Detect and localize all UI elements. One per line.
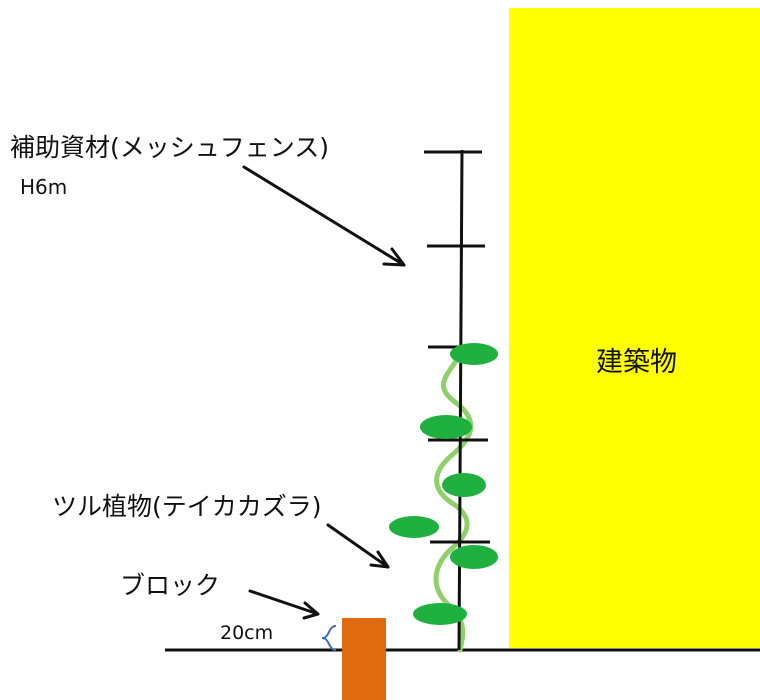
building-shape	[509, 8, 760, 648]
leaf-3	[442, 473, 486, 497]
leaf-4	[389, 516, 439, 538]
fence-pole	[457, 149, 464, 651]
block-label: ブロック	[120, 571, 221, 600]
building-label: 建築物	[596, 347, 677, 378]
vine-label: ツル植物(テイカカズラ)	[52, 492, 322, 521]
block-shape	[342, 618, 386, 700]
leaf-6	[413, 603, 467, 625]
arrow-block	[248, 589, 320, 620]
arrow-vine	[326, 523, 390, 569]
gap-label: 20cm	[220, 622, 274, 644]
leaf-5	[450, 545, 498, 569]
gap-bracket	[321, 625, 337, 651]
fence-height-label: H6m	[20, 175, 68, 199]
leaf-2	[420, 415, 472, 439]
arrow-fence	[242, 165, 406, 267]
fence-label: 補助資材(メッシュフェンス)	[10, 133, 330, 162]
leaf-1	[450, 343, 498, 365]
